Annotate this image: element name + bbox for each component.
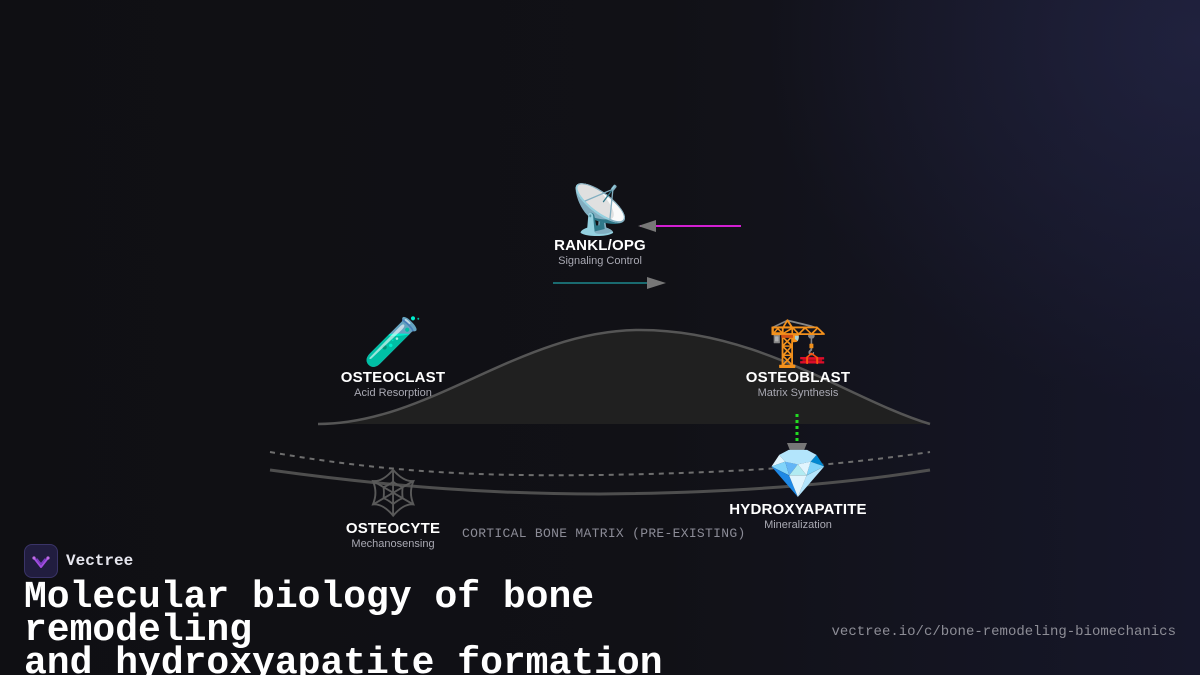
- node-title: HYDROXYAPATITE: [729, 501, 867, 518]
- node-subtitle: Acid Resorption: [354, 387, 432, 399]
- matrix-label: CORTICAL BONE MATRIX (PRE-EXISTING): [462, 526, 746, 541]
- arrow-head-down: [787, 443, 807, 468]
- arrow-head-left: [638, 220, 656, 232]
- bone-surface-outline: [317, 328, 931, 426]
- node-subtitle: Signaling Control: [558, 255, 642, 267]
- matrix-boundary-dashed: [269, 451, 931, 477]
- vectree-logo-icon: [24, 544, 58, 578]
- node-subtitle: Matrix Synthesis: [757, 387, 839, 399]
- page-title: Molecular biology of bone remodeling and…: [24, 576, 824, 675]
- spider-web-icon: 🕸: [362, 465, 424, 521]
- node-osteocyte: 🕸 OSTEOCYTE Mechanosensing: [333, 466, 453, 550]
- vectree-logo-glyph: [32, 556, 50, 568]
- node-title: RANKL/OPG: [554, 237, 646, 254]
- node-subtitle: Mechanosensing: [351, 538, 435, 550]
- source-url[interactable]: vectree.io/c/bone-remodeling-biomechanic…: [831, 624, 1176, 640]
- satellite-antenna-icon: 📡: [570, 182, 630, 238]
- arrow-head-right: [647, 277, 666, 289]
- test-tube-icon: 🧪: [363, 314, 423, 370]
- construction-crane-icon: 🏗️: [768, 314, 828, 370]
- node-hydroxyapatite: 💎 HYDROXYAPATITE Mineralization: [723, 447, 873, 531]
- node-osteoclast: 🧪 OSTEOCLAST Acid Resorption: [333, 315, 453, 399]
- node-title: OSTEOBLAST: [745, 369, 851, 386]
- node-title: OSTEOCYTE: [345, 520, 441, 537]
- page-title-line-1: Molecular biology of bone remodeling: [24, 576, 595, 652]
- brand[interactable]: Vectree: [24, 544, 133, 578]
- matrix-boundary-solid: [269, 468, 931, 496]
- node-subtitle: Mineralization: [764, 519, 832, 531]
- bone-surface-mound: [318, 330, 930, 424]
- brand-name: Vectree: [66, 552, 134, 570]
- node-rankl-opg: 📡 RANKL/OPG Signaling Control: [540, 183, 660, 267]
- node-osteoblast: 🏗️ OSTEOBLAST Matrix Synthesis: [738, 315, 858, 399]
- node-title: OSTEOCLAST: [340, 369, 446, 386]
- page-title-line-2: and hydroxyapatite formation: [24, 642, 663, 675]
- gem-icon: 💎: [768, 446, 828, 502]
